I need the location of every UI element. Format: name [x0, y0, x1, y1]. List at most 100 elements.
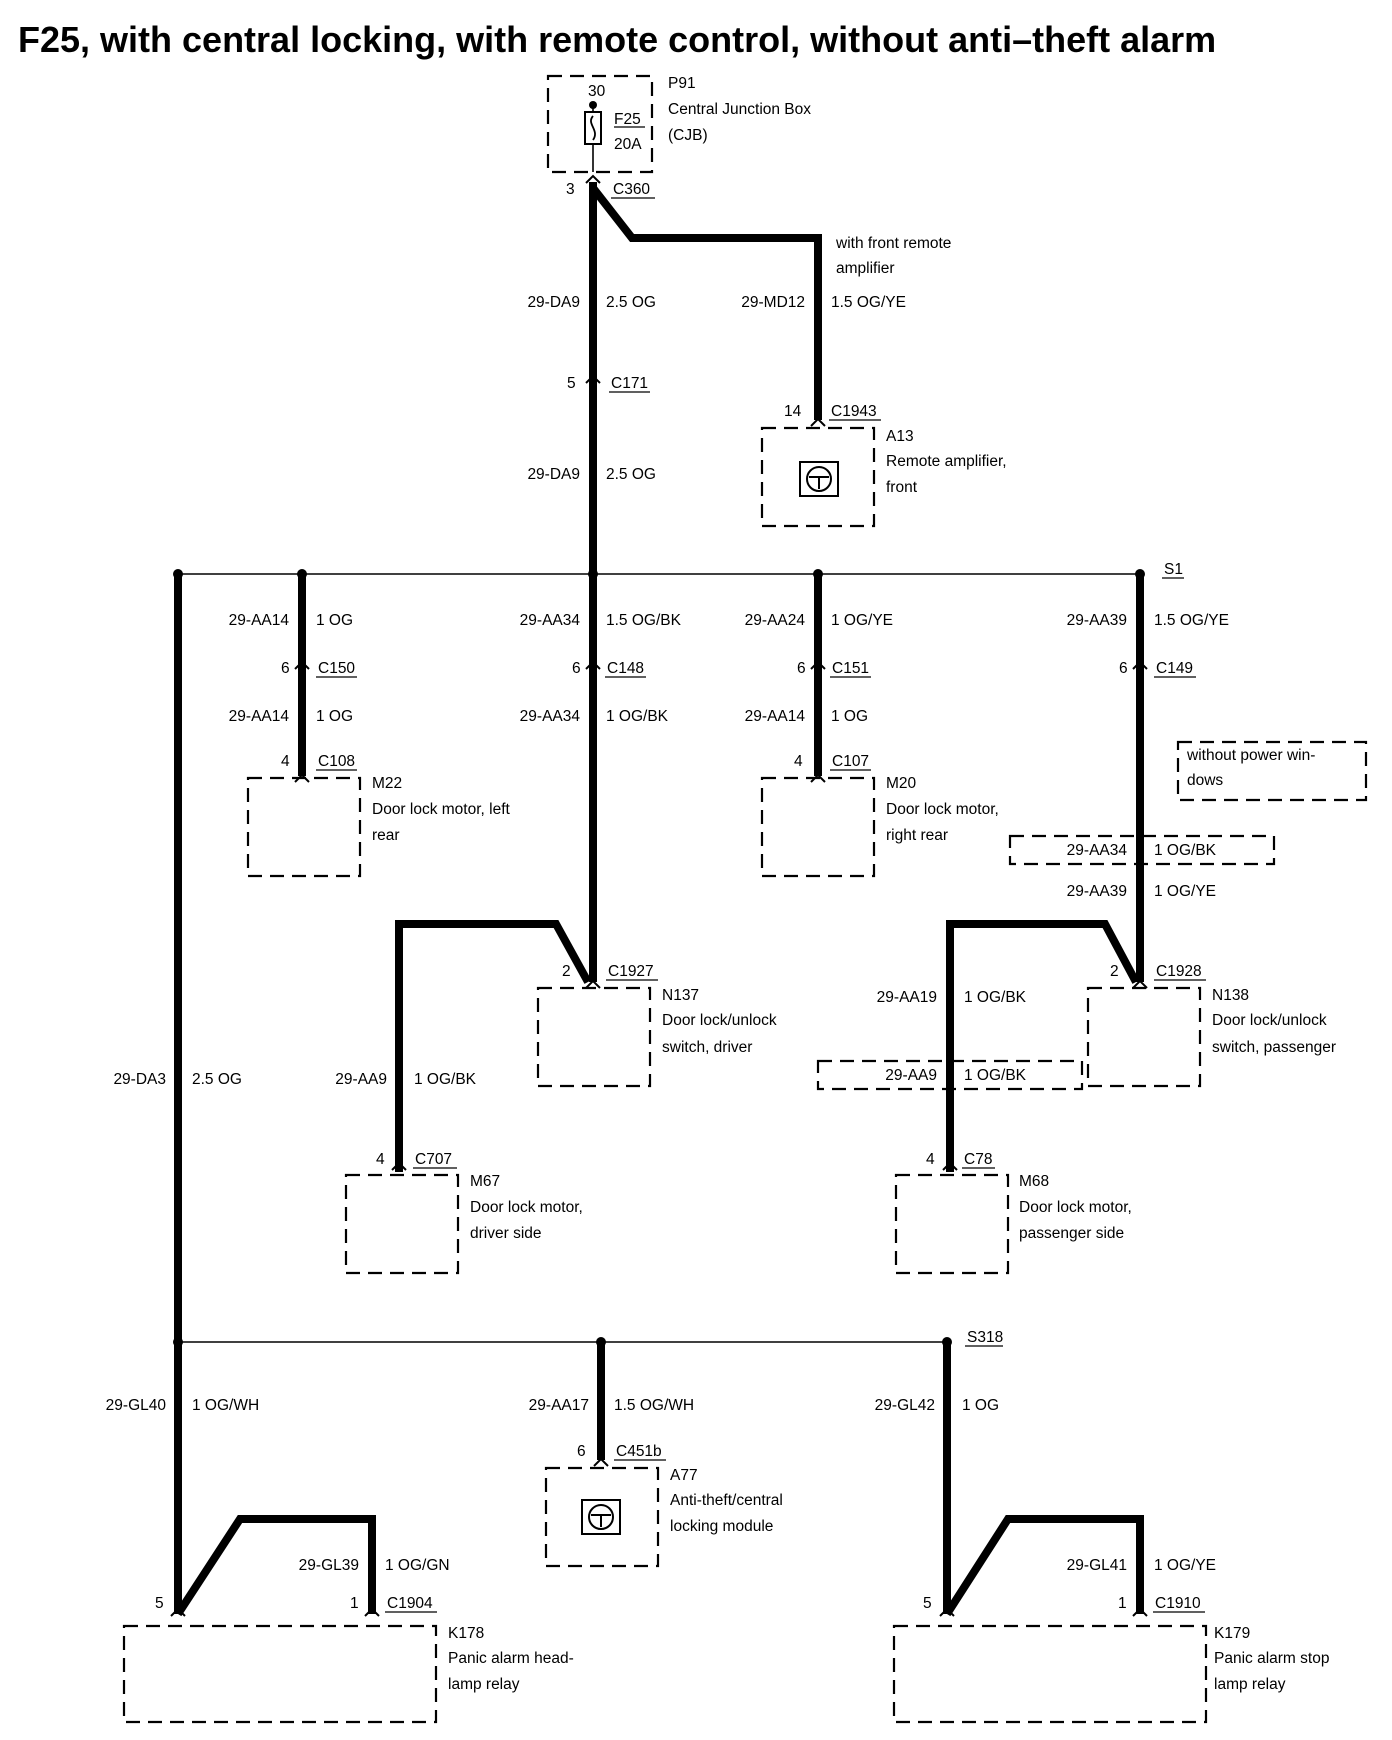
- wire-labels: 29-DA9 2.5 OG 29-MD12 1.5 OG/YE 29-DA9 2…: [106, 294, 1229, 1574]
- a13-id: A13: [886, 428, 914, 445]
- connector-labels: 3 C360 5 C171 14 C1943 6 C150 6 C148 6 C…: [155, 181, 1206, 1613]
- n138-door-lock-switch-passenger: N138 Door lock/unlock switch, passenger: [1086, 986, 1336, 1088]
- wire-aa9-spec: 1 OG/BK: [414, 1071, 477, 1088]
- m68-door-lock-motor-passenger: M68 Door lock motor, passenger side: [894, 1173, 1132, 1275]
- wire-aa34-a-circuit: 29-AA34: [520, 612, 581, 629]
- wire-aa39-a-circuit: 29-AA39: [1067, 612, 1127, 629]
- a13-remote-amplifier: A13 Remote amplifier, front: [760, 426, 1007, 528]
- module-icon: [799, 461, 839, 497]
- wire-da9-lower-circuit: 29-DA9: [527, 466, 580, 483]
- c78-name: C78: [964, 1151, 992, 1168]
- k178-panic-alarm-headlamp-relay: K178 Panic alarm head- lamp relay: [122, 1624, 574, 1724]
- p91-central-junction-box: 30 F25 20A P91 Central Junction Box (CJB…: [546, 74, 811, 174]
- c451b-pin: 6: [577, 1443, 586, 1460]
- m68-line1: Door lock motor,: [1019, 1199, 1132, 1216]
- n137-id: N137: [662, 987, 699, 1004]
- m20-door-lock-motor-right-rear: M20 Door lock motor, right rear: [760, 775, 999, 878]
- wire-aa14-c-spec: 1 OG: [831, 708, 868, 725]
- note-without-power-windows: without power win- dows: [1176, 740, 1368, 802]
- m22-line2: rear: [372, 827, 400, 844]
- c108-name: C108: [318, 753, 355, 770]
- note-no-windows-line1: without power win-: [1186, 747, 1315, 764]
- module-icon: [581, 1499, 621, 1535]
- a13-line1: Remote amplifier,: [886, 453, 1007, 470]
- m22-id: M22: [372, 775, 402, 792]
- m67-door-lock-motor-driver: M67 Door lock motor, driver side: [344, 1173, 583, 1275]
- wire-da9-upper-spec: 2.5 OG: [606, 294, 656, 311]
- c171-name: C171: [611, 375, 648, 392]
- wire-aa24-spec: 1 OG/YE: [831, 612, 893, 629]
- note-no-windows-line2: dows: [1187, 772, 1223, 789]
- k179-panic-alarm-stop-lamp-relay: K179 Panic alarm stop lamp relay: [892, 1624, 1329, 1724]
- wire-aa14-c-circuit: 29-AA14: [745, 708, 806, 725]
- wire-aa14-a-circuit: 29-AA14: [229, 612, 290, 629]
- p91-line1: Central Junction Box: [668, 101, 811, 118]
- c1910-name: C1910: [1155, 1595, 1201, 1612]
- m20-line1: Door lock motor,: [886, 801, 999, 818]
- c1928-name: C1928: [1156, 963, 1202, 980]
- wire-da3-circuit: 29-DA3: [113, 1071, 166, 1088]
- wire-gl39-spec: 1 OG/GN: [385, 1557, 450, 1574]
- note-front-amp-line1: with front remote: [835, 235, 951, 252]
- wire-aa34-b-circuit: 29-AA34: [520, 708, 581, 725]
- m20-line2: right rear: [886, 827, 948, 844]
- wire-aa34-alt-circuit: 29-AA34: [1067, 842, 1128, 859]
- c707-name: C707: [415, 1151, 452, 1168]
- wire-aa34-a-spec: 1.5 OG/BK: [606, 612, 682, 629]
- c1943-pin: 14: [784, 403, 802, 420]
- m20-id: M20: [886, 775, 917, 792]
- a77-id: A77: [670, 1467, 698, 1484]
- m22-door-lock-motor-left-rear: M22 Door lock motor, left rear: [246, 775, 511, 878]
- fuse-icon: [584, 111, 602, 145]
- wire-aa24-circuit: 29-AA24: [745, 612, 806, 629]
- c1943-name: C1943: [831, 403, 877, 420]
- wire-aa9-alt-circuit: 29-AA9: [885, 1067, 937, 1084]
- c1927-pin: 2: [562, 963, 571, 980]
- diagram-title: F25, with central locking, with remote c…: [18, 19, 1216, 60]
- wire-aa39-b-spec: 1 OG/YE: [1154, 883, 1216, 900]
- n137-door-lock-switch-driver: N137 Door lock/unlock switch, driver: [536, 986, 777, 1088]
- wire-gl42-circuit: 29-GL42: [875, 1397, 935, 1414]
- wire-aa9-alt-spec: 1 OG/BK: [964, 1067, 1027, 1084]
- wire-aa9-circuit: 29-AA9: [335, 1071, 387, 1088]
- wire-aa14-a-spec: 1 OG: [316, 612, 353, 629]
- fuse-pin-label: 30: [588, 83, 606, 100]
- c108-pin: 4: [281, 753, 290, 770]
- wire-aa17-circuit: 29-AA17: [529, 1397, 589, 1414]
- a77-anti-theft-module: A77 Anti-theft/central locking module: [544, 1466, 783, 1568]
- wire-gl39-circuit: 29-GL39: [299, 1557, 359, 1574]
- wire-aa34-b-spec: 1 OG/BK: [606, 708, 669, 725]
- k179-id: K179: [1214, 1625, 1250, 1642]
- splice-bus-lines: [173, 569, 1145, 1347]
- n137-line1: Door lock/unlock: [662, 1012, 777, 1029]
- c107-name: C107: [832, 753, 869, 770]
- c148-pin: 6: [572, 660, 581, 677]
- wire-gl41-spec: 1 OG/YE: [1154, 1557, 1216, 1574]
- m67-id: M67: [470, 1173, 500, 1190]
- k179-line2: lamp relay: [1214, 1676, 1286, 1693]
- fuse-rating: 20A: [614, 136, 642, 153]
- wire-aa17-spec: 1.5 OG/WH: [614, 1397, 694, 1414]
- c151-pin: 6: [797, 660, 806, 677]
- n138-line1: Door lock/unlock: [1212, 1012, 1327, 1029]
- note-front-remote-amplifier: with front remote amplifier: [835, 235, 951, 277]
- c1927-name: C1927: [608, 963, 654, 980]
- wire-gl41-circuit: 29-GL41: [1067, 1557, 1127, 1574]
- k178-line2: lamp relay: [448, 1676, 520, 1693]
- wire-aa14-b-spec: 1 OG: [316, 708, 353, 725]
- c148-name: C148: [607, 660, 644, 677]
- m22-line1: Door lock motor, left: [372, 801, 511, 818]
- fuse-name: F25: [614, 111, 641, 128]
- c78-pin: 4: [926, 1151, 935, 1168]
- c1910-pin-a: 5: [923, 1595, 932, 1612]
- wire-md12-spec: 1.5 OG/YE: [831, 294, 906, 311]
- wire-aa14-b-circuit: 29-AA14: [229, 708, 290, 725]
- m68-line2: passenger side: [1019, 1225, 1124, 1242]
- p91-line2: (CJB): [668, 127, 708, 144]
- c707-pin: 4: [376, 1151, 385, 1168]
- c149-pin: 6: [1119, 660, 1128, 677]
- wire-gl42-spec: 1 OG: [962, 1397, 999, 1414]
- wire-paths: [174, 182, 1144, 1617]
- a77-line1: Anti-theft/central: [670, 1492, 783, 1509]
